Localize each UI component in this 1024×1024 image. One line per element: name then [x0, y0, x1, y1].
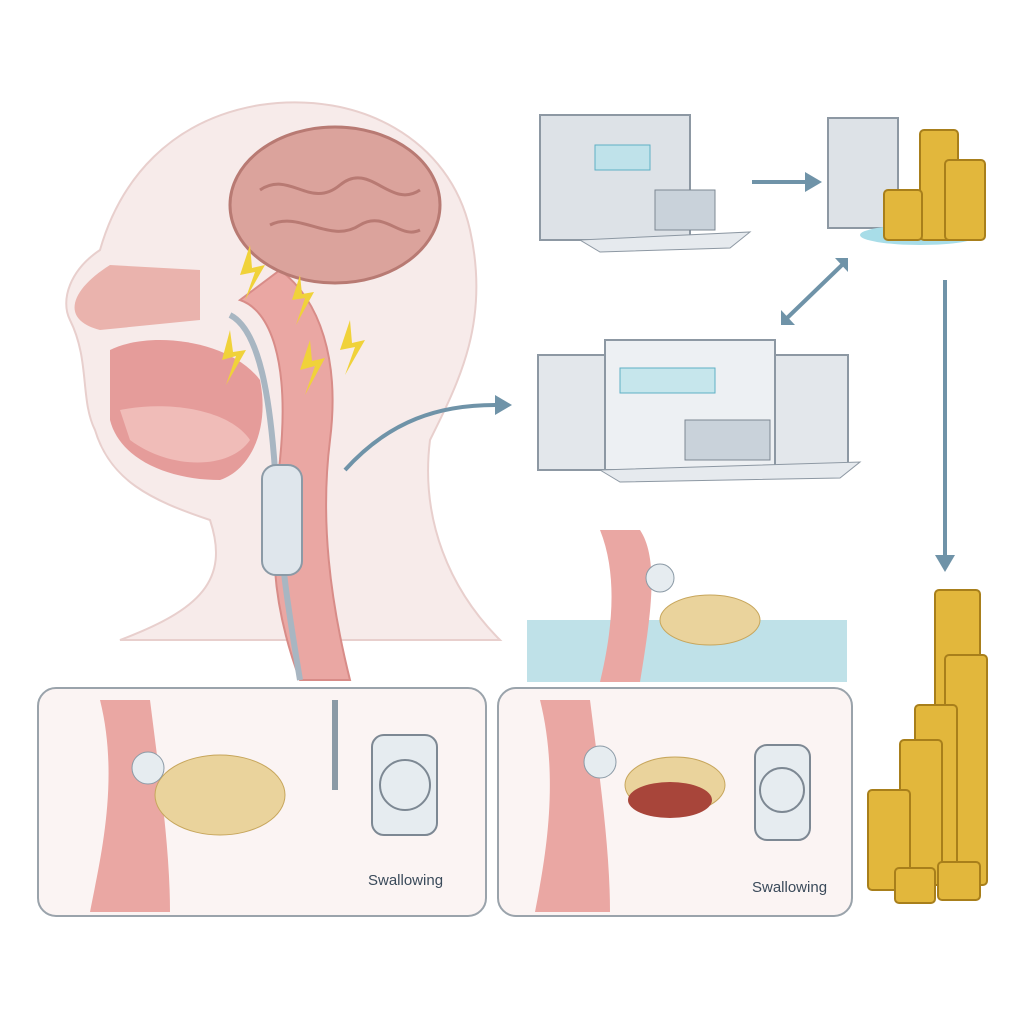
right-inset-anatomy [535, 700, 811, 912]
tongue [120, 406, 250, 463]
lab-equipment-top [539, 114, 752, 253]
arrowhead [781, 310, 795, 325]
arrow-to-lab [343, 403, 496, 472]
lab-equipment-middle [537, 339, 862, 483]
arrowhead [835, 258, 848, 272]
sensor-device [261, 464, 303, 576]
brain [228, 125, 442, 285]
swallowing-label-right: Swallowing [752, 879, 828, 896]
brain-folds [259, 176, 421, 234]
swallowing-label-left: Swallowing [368, 872, 444, 889]
coin-stacks [867, 129, 988, 904]
sensor-device [371, 734, 438, 836]
nerve-signals [222, 245, 365, 395]
arrowhead [805, 172, 822, 192]
arrow-bidirectional [783, 263, 844, 322]
nose [74, 265, 200, 330]
sensor-device [754, 744, 811, 841]
arrowhead [495, 395, 512, 415]
swallow-scene-middle [527, 530, 847, 682]
arrowhead [935, 555, 955, 572]
left-inset-anatomy [90, 700, 438, 912]
